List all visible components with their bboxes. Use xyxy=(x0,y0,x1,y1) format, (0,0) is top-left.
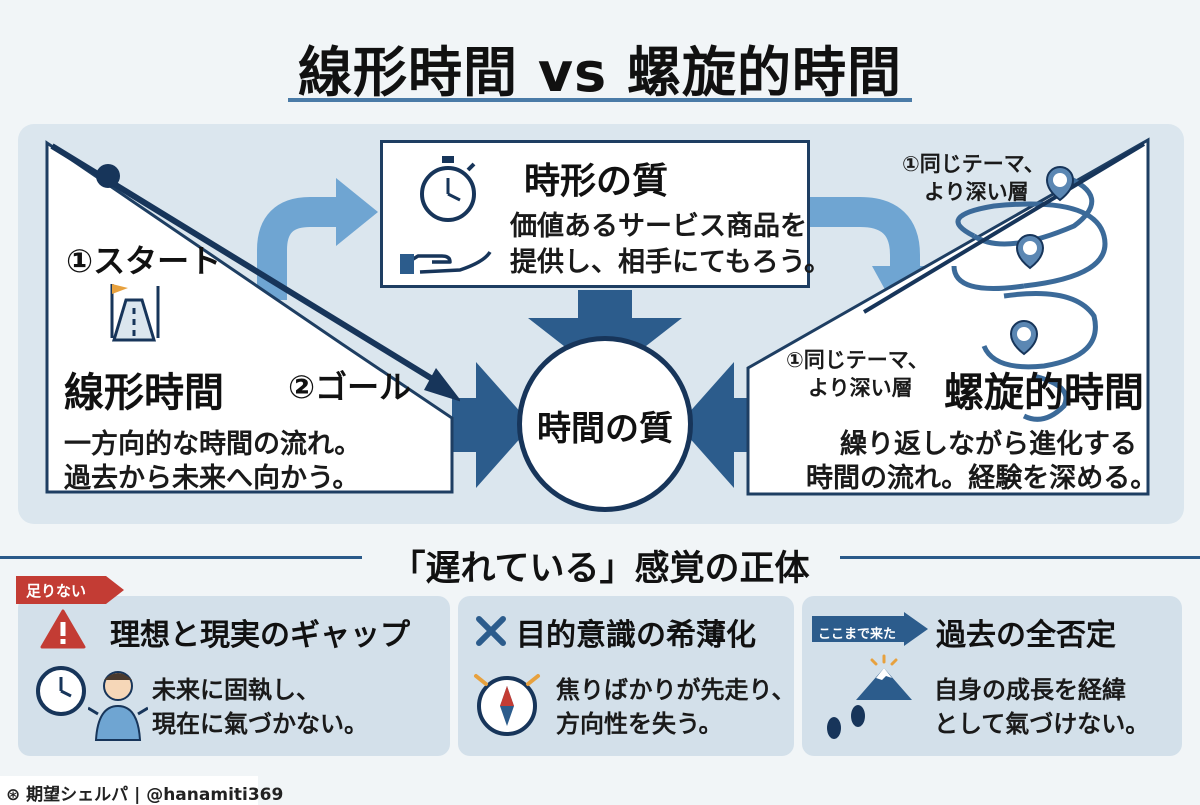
card-denial-line2: として氣づけない。 xyxy=(934,710,1150,738)
center-circle xyxy=(517,336,693,512)
card-denial-line1: 自身の成長を経緯 xyxy=(934,676,1126,704)
card-purpose-line1: 焦りばかりが先走り、 xyxy=(556,676,796,704)
hand-icon xyxy=(400,250,492,274)
spiral-desc-line1: 繰り返しながら進化する xyxy=(840,429,1137,460)
warning-icon xyxy=(40,609,86,649)
spiral-heading: 螺旋的時間 xyxy=(944,370,1144,416)
curved-arrow-top-to-right xyxy=(810,197,920,272)
spiral-mid-label-line1: ①同じテーマ、 xyxy=(786,348,929,372)
card-purpose-line2: 方向性を失う。 xyxy=(556,710,723,738)
goal-label: ②ゴール xyxy=(288,368,412,406)
arrow-left-to-center xyxy=(452,362,532,488)
card-gap xyxy=(18,596,450,756)
spiral-mid-label-line2: より深い層 xyxy=(808,376,913,400)
arrow-right-to-center xyxy=(678,362,758,488)
linear-heading: 線形時間 xyxy=(64,370,224,416)
center-label: 時間の質 xyxy=(537,409,673,449)
spiral-time-box xyxy=(746,137,1150,496)
card-denial-title: 過去の全否定 xyxy=(936,618,1116,653)
card-gap-tag-label: 足りない xyxy=(26,582,87,600)
arrow-down-to-center xyxy=(528,290,682,378)
linear-desc-line1: 一方向的な時間の流れ。 xyxy=(64,429,362,460)
card-gap-tag xyxy=(16,576,124,604)
spiral-top-label-line2: より深い層 xyxy=(924,180,1029,204)
footprints-icon xyxy=(827,705,865,739)
section-line-right xyxy=(840,556,1200,559)
linear-desc-line2: 過去から未来へ向かう。 xyxy=(64,463,360,494)
title-underline xyxy=(288,98,912,102)
main-title: 線形時間 vs 螺旋的時間 xyxy=(298,41,902,104)
compass-icon xyxy=(474,674,540,736)
card-gap-title: 理想と現実のギャップ xyxy=(110,618,410,653)
card-gap-line2: 現在に氣づかない。 xyxy=(152,710,368,738)
card-gap-line1: 未来に固執し、 xyxy=(152,676,320,704)
spiral-desc-line2: 時間の流れ。経験を深める。 xyxy=(806,463,1158,494)
section-title: 「遅れている」感覚の正体 xyxy=(390,549,810,589)
linear-timeline-arrowhead xyxy=(424,368,460,402)
spiral-diagonal xyxy=(862,142,1146,314)
linear-time-box xyxy=(45,140,460,494)
stopwatch-icon xyxy=(420,156,476,222)
quality-line1: 価値あるサービス商品を xyxy=(510,211,807,242)
section-line-left xyxy=(0,556,362,559)
footer-credit: ⊛ 期望シェルパ | @hanamiti369 xyxy=(6,785,284,805)
footer-bar xyxy=(0,776,258,805)
cross-icon xyxy=(476,616,506,646)
card-denial-tag-label: ここまで来た xyxy=(818,627,897,642)
quality-heading: 時形の質 xyxy=(524,161,669,202)
card-denial-tag xyxy=(812,612,928,646)
curved-arrow-left-to-top xyxy=(257,197,338,300)
shrugging-person-icon xyxy=(88,671,148,741)
mountain-icon xyxy=(856,654,912,700)
clock-icon xyxy=(36,666,86,716)
start-dot xyxy=(96,164,120,188)
linear-timeline-line xyxy=(50,143,441,386)
road-flag-icon xyxy=(110,284,160,342)
spiral-curve xyxy=(951,173,1108,422)
start-label: ①スタート xyxy=(66,242,222,280)
spiral-pins xyxy=(1009,166,1075,356)
card-purpose-title: 目的意識の希薄化 xyxy=(516,618,756,653)
quality-line2: 提供し、相手にてもろう。 xyxy=(510,247,832,278)
spiral-top-label-line1: ①同じテーマ、 xyxy=(902,152,1045,176)
curved-arrow-left-to-top-head xyxy=(336,178,378,246)
